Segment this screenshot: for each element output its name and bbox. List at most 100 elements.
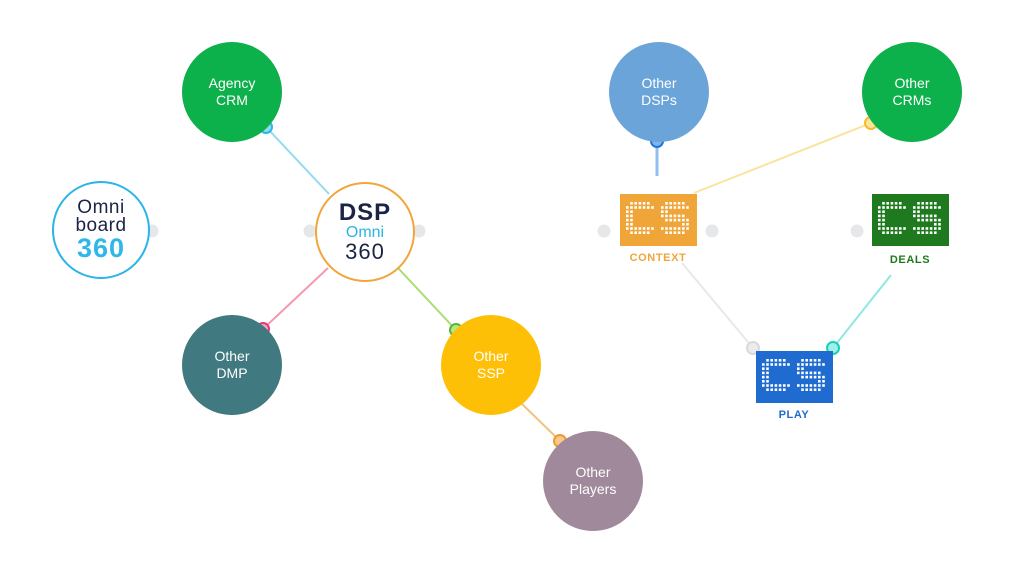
logo-pixel xyxy=(665,218,668,222)
node-other-ssp[interactable]: Other SSP xyxy=(441,315,541,415)
logo-pixel xyxy=(929,218,933,222)
logo-pixel xyxy=(638,227,642,230)
logo-pixel xyxy=(630,227,633,230)
node-other-players[interactable]: Other Players xyxy=(543,431,643,531)
logo-pixel xyxy=(882,202,885,205)
logo-pixel xyxy=(766,388,769,391)
cs-deals-logo[interactable] xyxy=(872,194,949,246)
logo-pixel xyxy=(630,210,633,213)
logo-pixel xyxy=(929,206,933,209)
logo-pixel xyxy=(890,227,894,230)
logo-pixel xyxy=(665,231,668,234)
logo-pixel xyxy=(661,210,664,213)
logo-pixel xyxy=(669,218,672,222)
logo-pixel xyxy=(766,380,769,383)
logo-pixel xyxy=(770,359,773,362)
logo-pixel xyxy=(673,202,677,205)
logo-pixel xyxy=(813,375,817,379)
link-deals-play xyxy=(832,274,892,349)
logo-pixel xyxy=(787,384,790,387)
logo-pixel xyxy=(938,206,941,209)
node-line2: DMP xyxy=(216,365,248,381)
logo-pixel xyxy=(913,206,916,209)
node-line2: Players xyxy=(569,481,617,497)
logo-pixel xyxy=(903,206,906,209)
logo-pixel xyxy=(809,363,813,366)
logo-pixel xyxy=(894,202,898,205)
node-other-crms[interactable]: Other CRMs xyxy=(862,42,962,142)
logo-pixel xyxy=(682,223,685,226)
logo-pixel xyxy=(762,380,765,383)
logo-pixel xyxy=(665,202,668,205)
logo-pixel xyxy=(917,214,920,218)
logo-pixel xyxy=(778,388,782,391)
logo-pixel xyxy=(647,206,650,209)
dsp-omni-360-logo[interactable]: DSP Omni 360 xyxy=(315,182,415,282)
logo-pixel xyxy=(673,231,677,234)
logo-pixel xyxy=(630,214,633,218)
logo-pixel xyxy=(677,206,681,209)
logo-pixel xyxy=(673,214,677,218)
logo-pixel xyxy=(818,380,821,383)
logo-pixel xyxy=(642,231,646,234)
logo-pixel xyxy=(801,375,804,379)
logo-pixel xyxy=(774,359,778,362)
link-dsp-other-dmp xyxy=(262,267,329,330)
logo-pixel xyxy=(774,384,778,387)
logo-pixel xyxy=(665,206,668,209)
logo-pixel xyxy=(783,363,786,366)
logo-pixel xyxy=(783,359,786,362)
logo-pixel xyxy=(917,231,920,234)
logo-pixel xyxy=(669,206,672,209)
node-other-dmp[interactable]: Other DMP xyxy=(182,315,282,415)
logo-pixel xyxy=(878,210,881,213)
node-line1: Other xyxy=(894,75,930,91)
logo-pixel xyxy=(886,231,889,234)
logo-pixel xyxy=(634,202,637,205)
logo-pixel xyxy=(651,206,654,209)
logo-pixel xyxy=(822,380,825,383)
logo-pixel xyxy=(686,227,689,230)
logo-pixel xyxy=(925,231,929,234)
logo-pixel xyxy=(809,384,813,387)
logo-line1: Omni xyxy=(77,197,125,218)
logo-line3: 360 xyxy=(76,233,126,263)
node-agency-crm[interactable]: Agency CRM xyxy=(182,42,282,142)
logo-pixel xyxy=(809,375,813,379)
logo-pixel xyxy=(770,363,773,366)
logo-pixel xyxy=(626,214,629,218)
cs-context-logo[interactable] xyxy=(620,194,697,246)
logo-pixel xyxy=(774,363,778,366)
logo-pixel xyxy=(801,388,804,391)
logo-pixel xyxy=(626,206,629,209)
logo-pixel xyxy=(778,359,782,362)
connector-dot xyxy=(412,224,426,238)
logo-pixel xyxy=(669,214,672,218)
logo-pixel xyxy=(913,210,916,213)
node-other-dsps[interactable]: Other DSPs xyxy=(609,42,709,142)
link-dsp-other-ssp xyxy=(397,267,457,331)
logo-pixel xyxy=(661,206,664,209)
play-label: PLAY xyxy=(778,409,810,421)
logo-pixel xyxy=(929,227,933,230)
context-label: CONTEXT xyxy=(629,252,687,264)
logo-pixel xyxy=(801,359,804,362)
logo-pixel xyxy=(813,363,817,366)
link-dsp-agency-crm xyxy=(265,126,330,195)
logo-pixel xyxy=(921,214,924,218)
logo-pixel xyxy=(762,375,765,379)
logo-pixel xyxy=(626,223,629,226)
logo-pixel xyxy=(894,227,898,230)
omniboard-360-logo[interactable]: Omni board 360 xyxy=(52,181,150,279)
logo-pixel xyxy=(934,218,937,222)
logo-pixel xyxy=(634,231,637,234)
node-line2: CRMs xyxy=(892,92,932,108)
logo-pixel xyxy=(762,363,765,366)
logo-pixel xyxy=(669,227,672,230)
logo-pixel xyxy=(766,367,769,370)
logo-pixel xyxy=(882,206,885,209)
logo-pixel xyxy=(682,206,685,209)
cs-play-logo[interactable] xyxy=(756,351,833,403)
logo-pixel xyxy=(809,388,813,391)
